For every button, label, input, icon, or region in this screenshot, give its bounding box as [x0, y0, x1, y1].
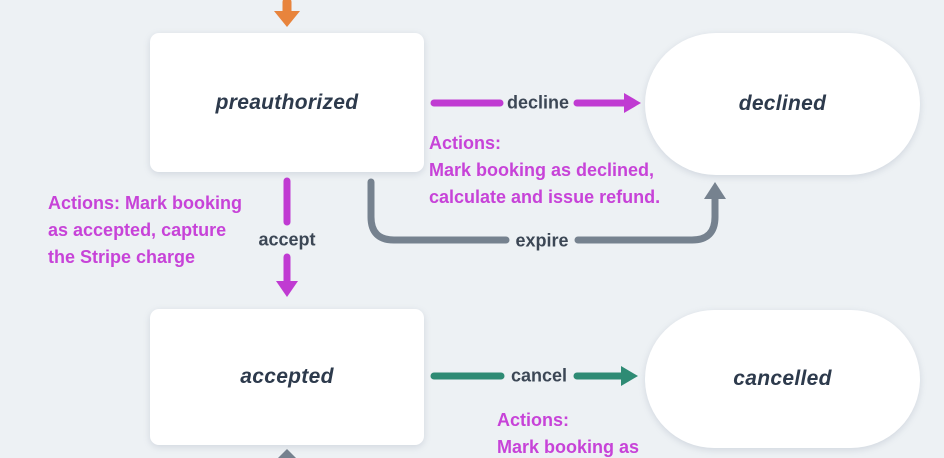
- transition-label-accept: accept: [258, 229, 316, 250]
- annotation-cancel-actions: Actions: Mark booking as: [497, 410, 640, 457]
- state-node-cancelled: cancelled: [645, 310, 920, 448]
- decline-arrow-icon: [430, 93, 641, 113]
- transition-label-cancel: cancel: [510, 365, 568, 386]
- state-label-cancelled: cancelled: [733, 367, 832, 390]
- annotation-accept-actions: Actions: Mark booking as accepted, captu…: [48, 193, 243, 267]
- bottom-incoming-arrow-icon: [278, 449, 296, 458]
- accept-arrow-icon: [276, 177, 298, 297]
- expire-arrow-icon: [367, 178, 726, 244]
- state-node-accepted: accepted: [150, 309, 424, 445]
- transition-label-expire: expire: [515, 230, 569, 251]
- state-node-declined: declined: [645, 33, 920, 175]
- incoming-arrow-icon: [274, 0, 300, 27]
- state-label-declined: declined: [738, 92, 827, 115]
- cancel-arrow-icon: [430, 366, 638, 386]
- state-label-preauthorized: preauthorized: [215, 90, 359, 114]
- state-label-accepted: accepted: [240, 365, 334, 388]
- transition-label-decline: decline: [506, 92, 570, 113]
- annotation-decline-actions: Actions: Mark booking as declined, calcu…: [429, 133, 661, 207]
- state-node-preauthorized: preauthorized: [150, 33, 424, 172]
